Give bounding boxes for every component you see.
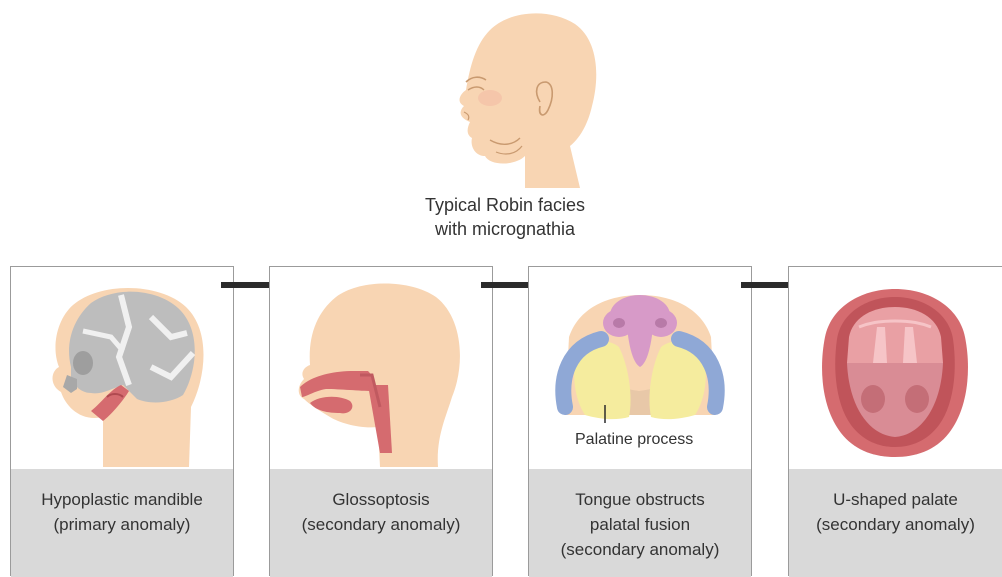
panel-label-line3: (secondary anomaly) bbox=[529, 537, 751, 562]
palatine-process-callout: Palatine process bbox=[575, 431, 693, 449]
panel-label-line1: Hypoplastic mandible bbox=[11, 487, 233, 512]
panel-label: Hypoplastic mandible (primary anomaly) bbox=[11, 469, 233, 577]
top-caption: Typical Robin facies with micrognathia bbox=[380, 193, 630, 241]
open-mouth-icon bbox=[789, 267, 1002, 469]
panel-label-line1: Glossoptosis bbox=[270, 487, 492, 512]
top-caption-line2: with micrognathia bbox=[380, 217, 630, 241]
top-caption-line1: Typical Robin facies bbox=[380, 193, 630, 217]
panel-glossoptosis: Glossoptosis (secondary anomaly) bbox=[269, 266, 493, 576]
panel-label-line2: (secondary anomaly) bbox=[789, 512, 1002, 537]
panel-hypoplastic-mandible: Hypoplastic mandible (primary anomaly) bbox=[10, 266, 234, 576]
panel-label: Tongue obstructs palatal fusion (seconda… bbox=[529, 469, 751, 577]
panel-label-line2: (secondary anomaly) bbox=[270, 512, 492, 537]
panel-label: Glossoptosis (secondary anomaly) bbox=[270, 469, 492, 577]
infant-face-icon bbox=[430, 6, 610, 192]
panel-u-shaped-palate: U-shaped palate (secondary anomaly) bbox=[788, 266, 1002, 576]
skull-icon bbox=[11, 267, 233, 469]
panel-label-line1: U-shaped palate bbox=[789, 487, 1002, 512]
panel-tongue-obstructs: Palatine process Tongue obstructs palata… bbox=[528, 266, 752, 576]
panel-label-line1: Tongue obstructs bbox=[529, 487, 751, 512]
panel-label-line2: (primary anomaly) bbox=[11, 512, 233, 537]
panel-label: U-shaped palate (secondary anomaly) bbox=[789, 469, 1002, 577]
panel-label-line2: palatal fusion bbox=[529, 512, 751, 537]
head-section-icon bbox=[270, 267, 492, 469]
